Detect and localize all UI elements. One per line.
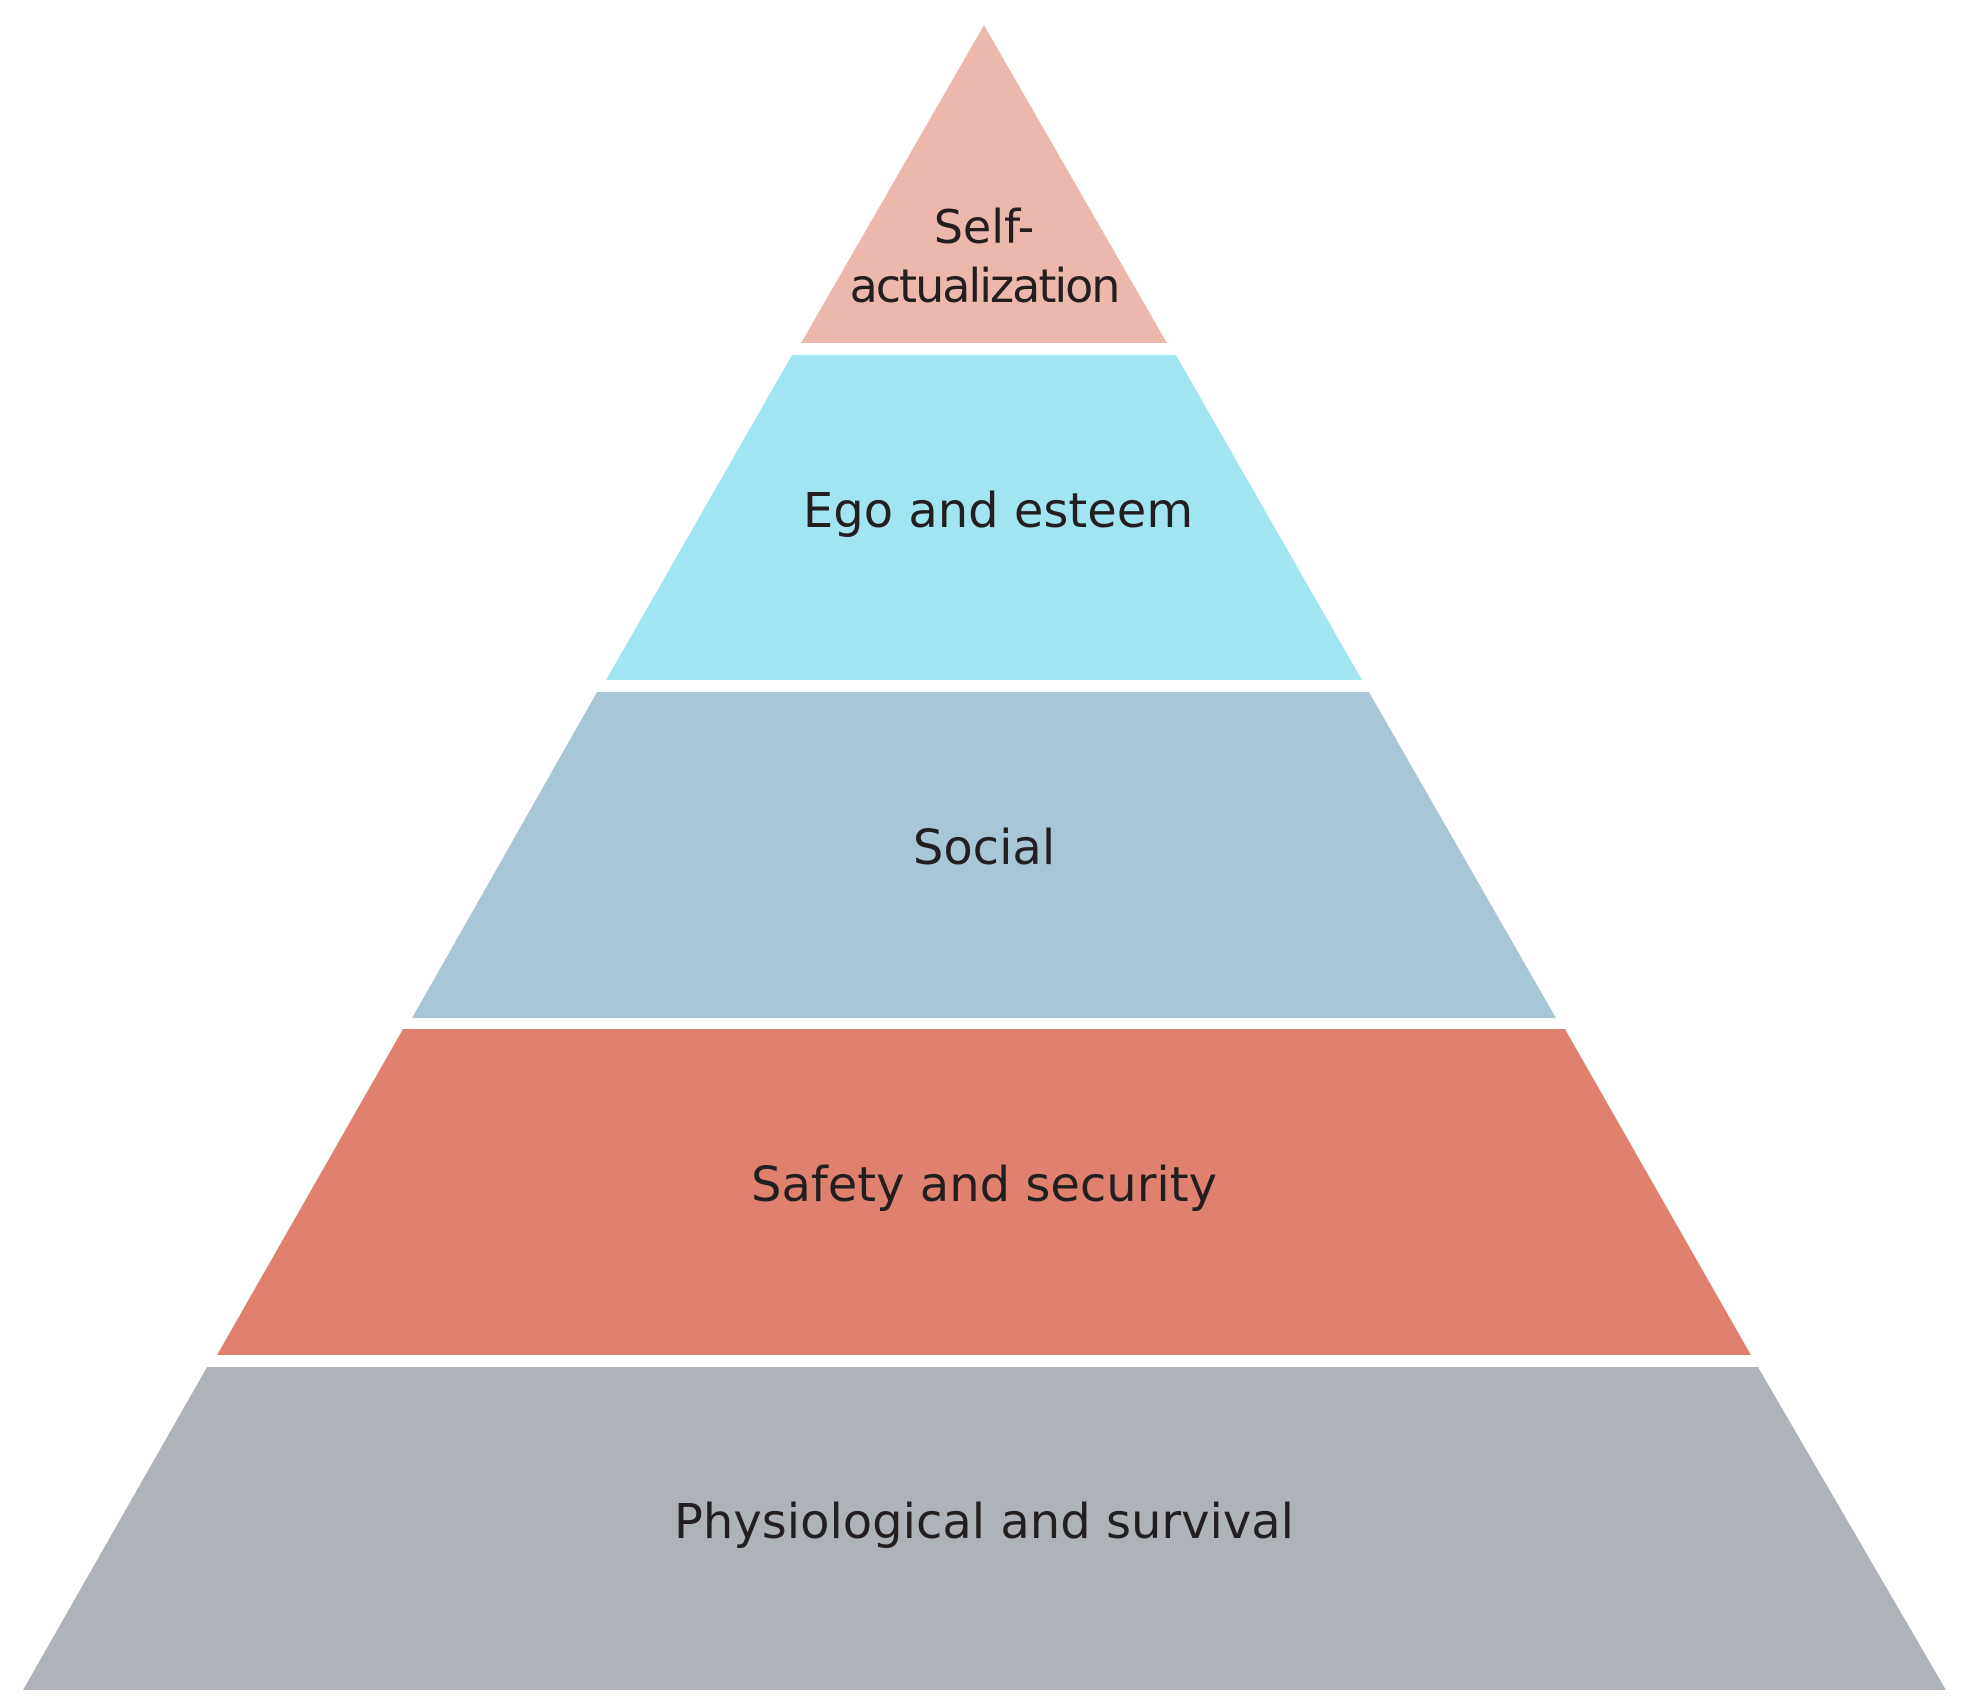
layer-label: Ego and esteem [803,483,1193,539]
layer-social: Social [412,692,1556,1018]
layer-shape [217,1029,1751,1355]
layer-label: actualization [850,259,1119,313]
layer-label: Social [913,820,1055,876]
layer-self-actualization: Self- actualization [801,25,1167,343]
layer-label: Physiological and survival [674,1494,1294,1550]
layer-shape [412,692,1556,1018]
layer-shape [801,25,1167,343]
layer-shape [606,355,1362,680]
layer-label: Self- [934,200,1035,254]
layer-ego-and-esteem: Ego and esteem [606,355,1362,680]
layer-safety-and-security: Safety and security [217,1029,1751,1355]
layer-label: Safety and security [751,1157,1217,1213]
layer-shape [23,1367,1946,1690]
layer-physiological-and-survival: Physiological and survival [23,1367,1946,1690]
